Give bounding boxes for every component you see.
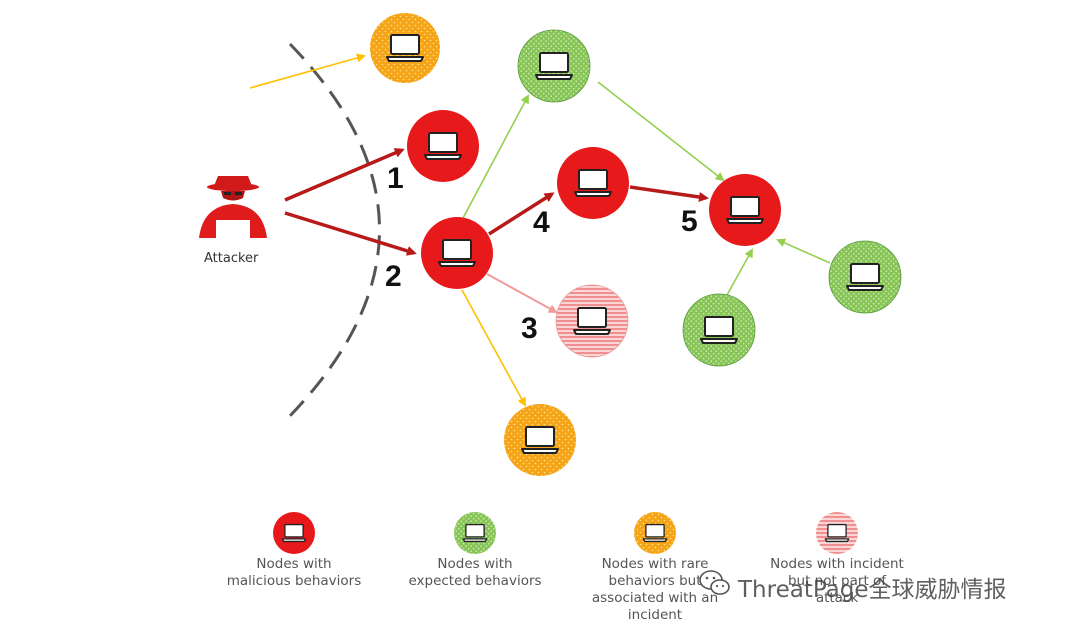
arrow-attack-4: [488, 192, 555, 236]
wechat-icon: [699, 570, 730, 595]
laptop-icon: [386, 34, 424, 62]
network-perimeter: [286, 42, 381, 420]
node-rare-bottom: [504, 404, 576, 476]
arrow-rare: [249, 53, 366, 89]
arrow-expected: [726, 248, 753, 296]
node-malicious-1: [407, 110, 479, 182]
node-malicious-2: [421, 217, 493, 289]
laptop-icon: [574, 169, 612, 197]
watermark-text: ThreatPage全球威胁情报: [738, 577, 1007, 603]
laptop-icon: [726, 196, 764, 224]
node-malicious-5: [709, 174, 781, 246]
node-rare-top: [370, 13, 440, 83]
step-label-4: 4: [533, 206, 550, 239]
node-expected-top: [517, 29, 591, 103]
legend-swatch-malicious: [273, 512, 315, 554]
arrow-attack-2: [284, 211, 417, 256]
arrow-rare: [461, 289, 526, 407]
legend-swatch-incident: [816, 512, 858, 554]
step-label-1: 1: [387, 162, 404, 195]
laptop-icon: [438, 239, 476, 267]
hacker-icon: [199, 176, 267, 240]
laptop-icon: [700, 316, 738, 344]
legend-swatch-rare: [634, 512, 676, 554]
step-label-2: 2: [385, 260, 402, 293]
laptop-icon: [824, 523, 850, 543]
legend-label-expected: Nodes with expected behaviors: [408, 556, 542, 589]
laptop-icon: [846, 263, 884, 291]
arrow-expected: [597, 81, 725, 182]
legend-label-rare: Nodes with rare behaviors but associated…: [591, 556, 719, 623]
laptop-icon: [281, 523, 307, 543]
legend-label-malicious: Nodes with malicious behaviors: [226, 556, 362, 589]
legend-swatch-expected: [454, 512, 496, 554]
attacker-label: Attacker: [204, 251, 259, 266]
laptop-icon: [424, 132, 462, 160]
laptop-icon: [521, 426, 559, 454]
node-expected-right: [828, 240, 902, 314]
arrow-incident: [486, 273, 558, 313]
step-label-3: 3: [521, 312, 538, 345]
node-expected-bottom: [682, 293, 756, 367]
laptop-icon: [642, 523, 668, 543]
arrow-expected: [461, 94, 529, 221]
arrow-attack-5: [629, 185, 709, 202]
laptop-icon: [462, 523, 488, 543]
arrow-attack-1: [284, 148, 405, 202]
node-malicious-4: [557, 147, 629, 219]
legend-label-incident: Nodes with incident but not part of atta…: [770, 556, 904, 606]
laptop-icon: [573, 307, 611, 335]
node-incident-3: [555, 284, 629, 358]
step-label-5: 5: [681, 205, 698, 238]
laptop-icon: [535, 52, 573, 80]
arrow-expected: [776, 238, 831, 264]
